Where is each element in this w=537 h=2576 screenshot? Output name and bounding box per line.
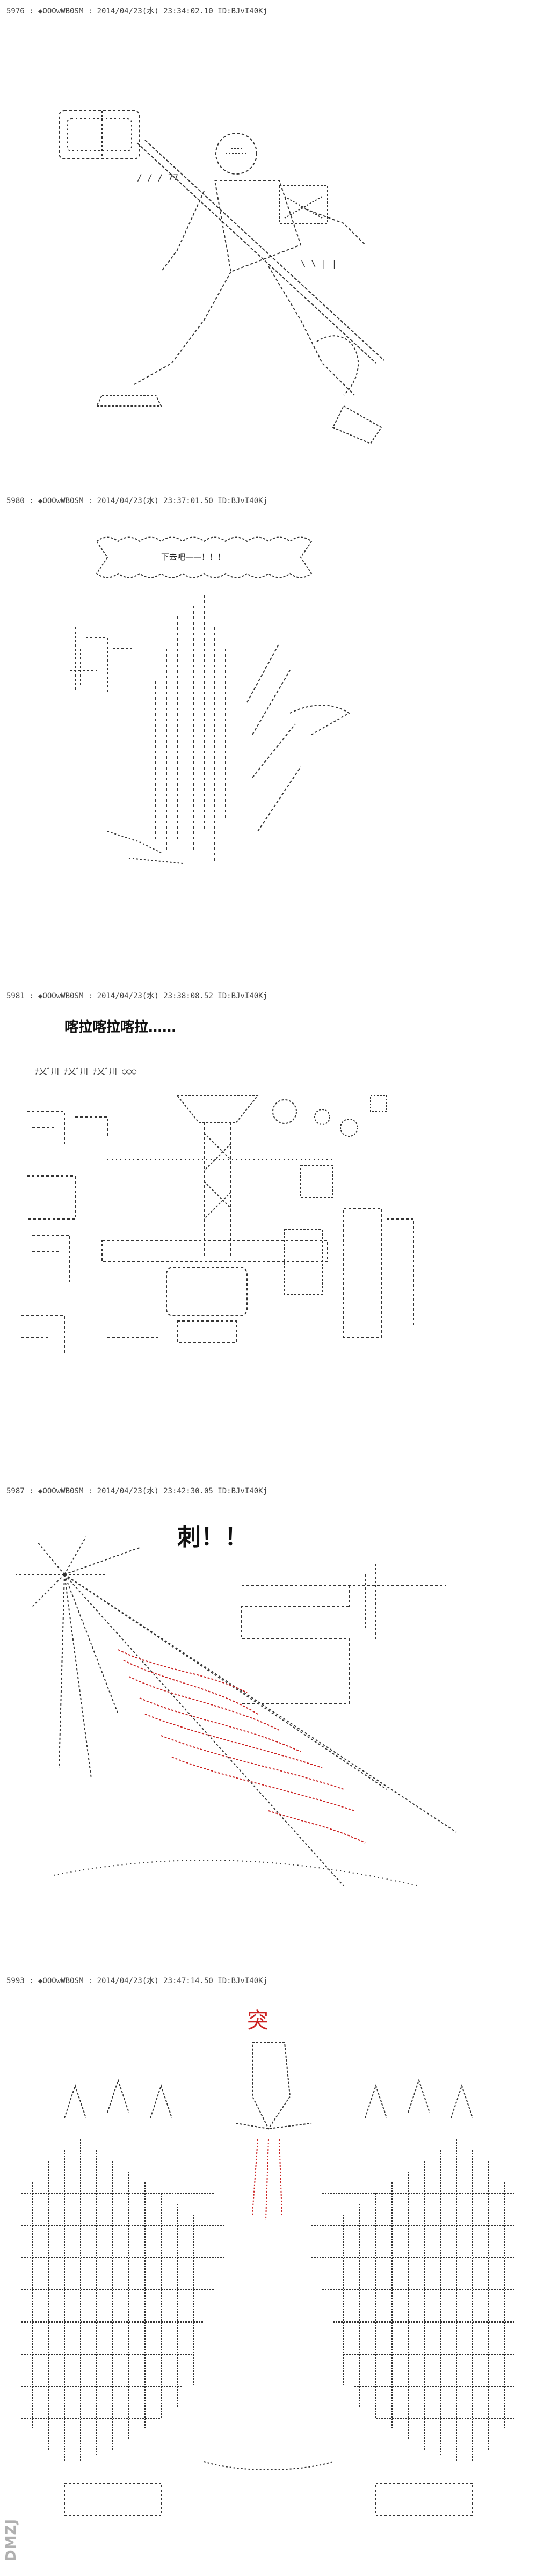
post-5976: 5976 : ◆OOOwWB0SM : 2014/04/23(水) 23:34:… <box>0 5 537 494</box>
svg-text:ﾅ乂ﾞ川 ﾅ乂ﾞ川 ﾅ乂ﾞ川 ○○○: ﾅ乂ﾞ川 ﾅ乂ﾞ川 ﾅ乂ﾞ川 ○○○ <box>35 1066 136 1076</box>
svg-text:/ / / 77: / / / 77 <box>137 172 178 183</box>
post-5987: 5987 : ◆OOOwWB0SM : 2014/04/23(水) 23:42:… <box>0 1485 537 1974</box>
post-header: 5993 : ◆OOOwWB0SM : 2014/04/23(水) 23:47:… <box>6 1977 268 1985</box>
post-5981: 5981 : ◆OOOwWB0SM : 2014/04/23(水) 23:38:… <box>0 990 537 1484</box>
ascii-art-giant-hands <box>0 1989 537 2574</box>
ascii-art-stab-attack <box>0 1499 537 1972</box>
ascii-art-impact-speedlines: 下去吧——！！！ <box>0 509 537 982</box>
sound-effect-caption: 喀拉喀拉喀拉…… <box>64 1019 177 1035</box>
ascii-art-robot-swinging-weapon: / / / 77 \ \ | | <box>0 19 537 492</box>
ascii-art-machinery: ﾅ乂ﾞ川 ﾅ乂ﾞ川 ﾅ乂ﾞ川 ○○○ <box>0 1004 537 1477</box>
post-header: 5976 : ◆OOOwWB0SM : 2014/04/23(水) 23:34:… <box>6 7 268 16</box>
post-header: 5980 : ◆OOOwWB0SM : 2014/04/23(水) 23:37:… <box>6 497 268 505</box>
post-5980: 5980 : ◆OOOwWB0SM : 2014/04/23(水) 23:37:… <box>0 495 537 989</box>
post-5993: 5993 : ◆OOOwWB0SM : 2014/04/23(水) 23:47:… <box>0 1975 537 2576</box>
post-header: 5987 : ◆OOOwWB0SM : 2014/04/23(水) 23:42:… <box>6 1487 268 1496</box>
impact-caption: 下去吧——！！！ <box>161 552 226 562</box>
stab-caption: 刺！！ <box>177 1523 248 1551</box>
post-header: 5981 : ◆OOOwWB0SM : 2014/04/23(水) 23:38:… <box>6 992 268 1000</box>
thrust-caption: 突 <box>247 2008 268 2033</box>
watermark-logo: DMZJ <box>3 2519 19 2562</box>
svg-text:\ \ | |: \ \ | | <box>301 258 337 269</box>
